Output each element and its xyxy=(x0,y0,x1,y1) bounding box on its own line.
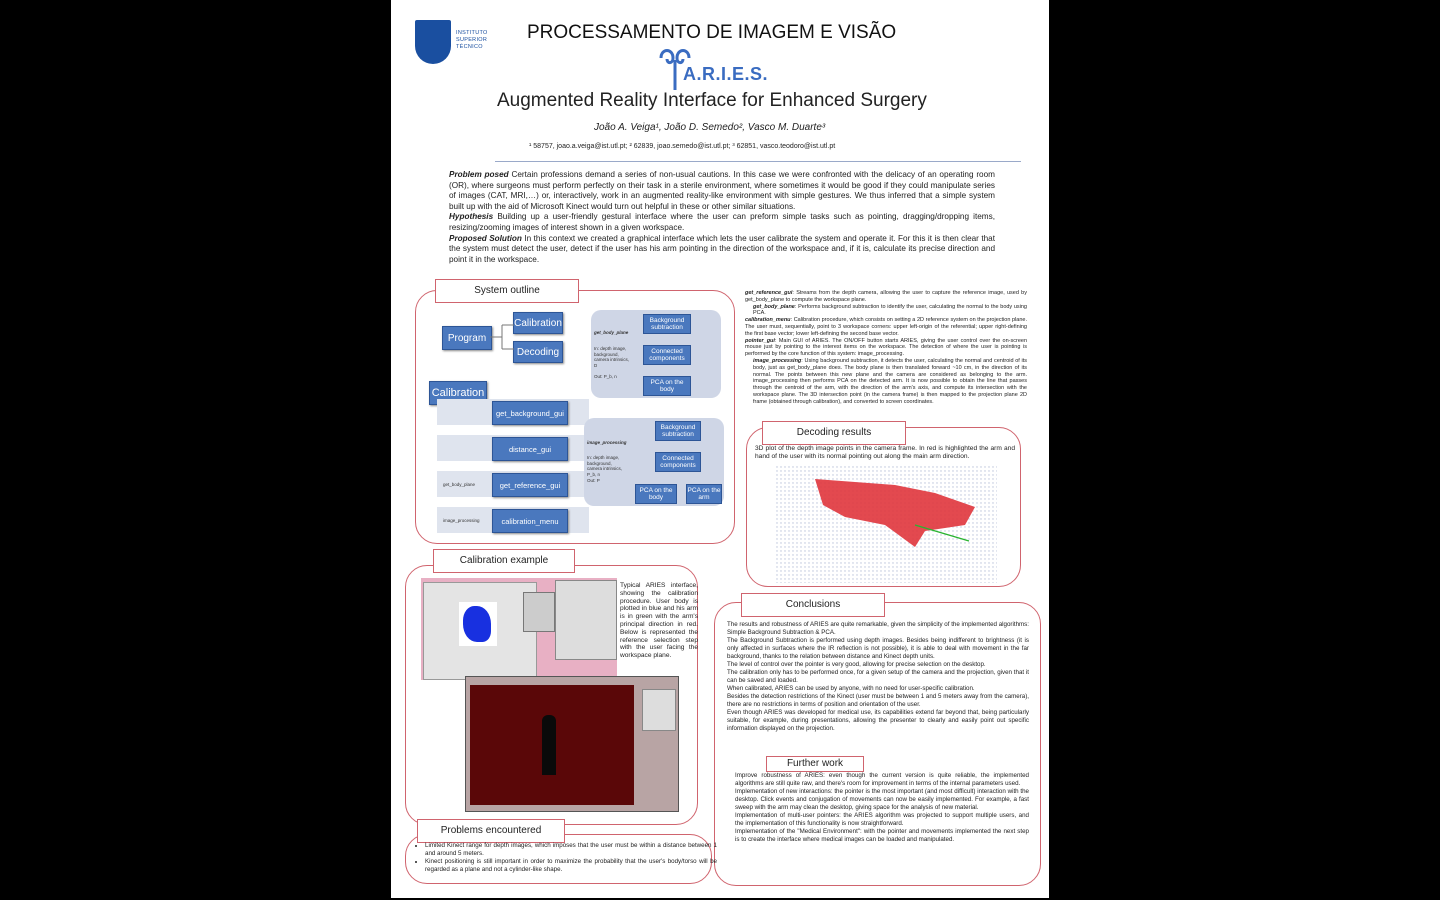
p2-node-background: Background subtraction xyxy=(655,421,701,441)
emails: ¹ 58757, joao.a.veiga@ist.utl.pt; ² 6283… xyxy=(529,143,836,150)
calibration-node: Calibration xyxy=(513,312,563,334)
divider xyxy=(495,161,1021,162)
p1-node-connected: Connected components xyxy=(643,345,691,365)
step-calibration-menu: calibration_menu xyxy=(492,509,568,533)
panel1-out: Out: P_b, n xyxy=(594,374,617,379)
user-silhouette xyxy=(542,715,556,775)
dialog-window xyxy=(523,592,555,632)
problems-label: Problems encountered xyxy=(417,819,565,843)
aries-ram-icon xyxy=(659,49,691,90)
p2-node-pca-arm: PCA on the arm xyxy=(686,484,722,504)
poster-title: PROCESSAMENTO DE IMAGEM E VISÃO xyxy=(527,22,897,43)
function-descriptions: get_reference_gui: Streams from the dept… xyxy=(745,290,1027,405)
decoding-node: Decoding xyxy=(513,341,563,363)
reference-screenshot xyxy=(465,676,679,812)
calibration-example-label: Calibration example xyxy=(433,549,575,573)
aries-logo-text: A.R.I.E.S. xyxy=(683,64,769,84)
p1-node-background: Background subtraction xyxy=(643,314,691,334)
side-label: image_processing xyxy=(443,518,480,523)
conclusions-text: The results and robustness of ARIES are … xyxy=(727,621,1029,732)
authors: João A. Veiga¹, João D. Semedo², Vasco M… xyxy=(594,122,826,133)
further-work-label: Further work xyxy=(766,756,864,772)
calibration-caption: Typical ARIES interface, showing the cal… xyxy=(620,582,698,660)
step-get-reference-gui: get_reference_gui xyxy=(492,473,568,497)
p1-node-pca-body: PCA on the body xyxy=(643,376,691,396)
further-work-text: Improve robustness of ARIES: even though… xyxy=(735,772,1029,843)
panel1-io: In: depth image, background, camera intr… xyxy=(594,346,630,368)
introduction: Problem posed Certain professions demand… xyxy=(449,170,995,264)
problems-list: Limited Kinect range for depth images, w… xyxy=(413,842,717,874)
system-outline-label: System outline xyxy=(435,279,579,303)
connector xyxy=(490,324,514,350)
step-distance-gui: distance_gui xyxy=(492,437,568,461)
poster-subtitle: Augmented Reality Interface for Enhanced… xyxy=(497,90,927,111)
decoding-results-label: Decoding results xyxy=(762,421,906,445)
depth-point-plot xyxy=(775,465,997,583)
step-get-background-gui: get_background_gui xyxy=(492,401,568,425)
side-label: get_body_plane xyxy=(443,482,476,487)
panel1-title: get_body_plane xyxy=(594,330,629,335)
list-item: Limited Kinect range for depth images, w… xyxy=(425,842,717,858)
p2-node-pca-body: PCA on the body xyxy=(635,484,677,504)
ist-logo xyxy=(415,20,451,64)
panel2-io: In: depth image, background, camera intr… xyxy=(587,455,623,477)
program-node: Program xyxy=(442,326,492,350)
menu-window xyxy=(555,580,617,660)
button-panel xyxy=(642,689,676,731)
panel2-title: image_processing xyxy=(587,440,627,445)
list-item: Kinect positioning is still important in… xyxy=(425,858,717,874)
decoding-caption: 3D plot of the depth image points in the… xyxy=(755,445,1015,460)
p2-node-connected: Connected components xyxy=(655,452,701,472)
panel2-out: Out: P xyxy=(587,478,600,483)
user-body-blob xyxy=(463,606,491,642)
conclusions-label: Conclusions xyxy=(741,593,885,617)
calibration-screenshot xyxy=(421,578,617,680)
